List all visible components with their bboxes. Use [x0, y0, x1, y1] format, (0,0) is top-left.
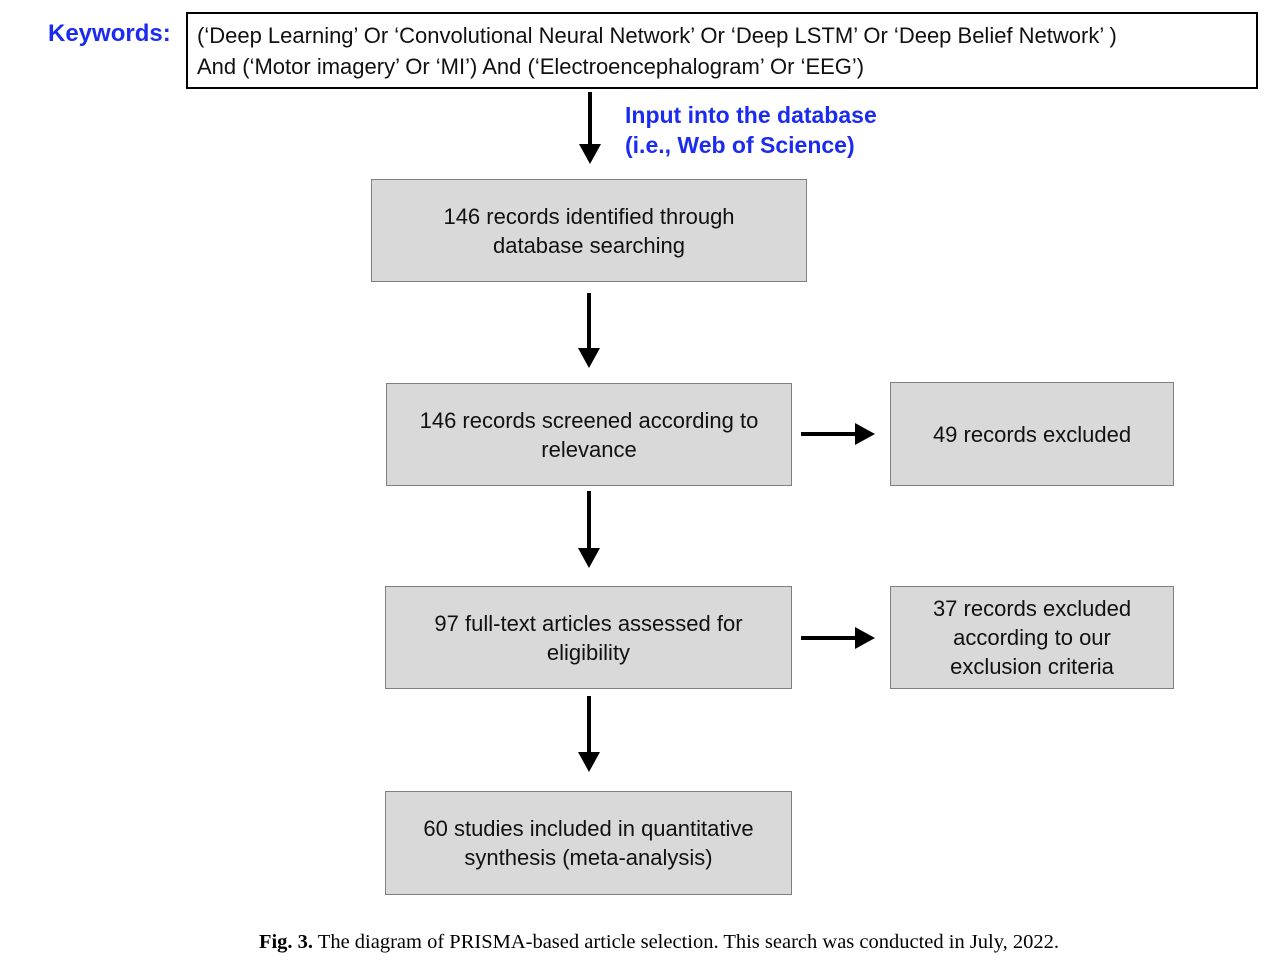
arrow-right-icon [801, 423, 875, 445]
flow-box-records-identified: 146 records identified through database … [371, 179, 807, 282]
arrow-right-icon [801, 627, 875, 649]
arrow-shaft [801, 432, 856, 436]
keywords-query-box: (‘Deep Learning’ Or ‘Convolutional Neura… [186, 12, 1258, 89]
flow-box-records-screened: 146 records screened according to releva… [386, 383, 792, 486]
database-input-note: Input into the database (i.e., Web of Sc… [625, 102, 877, 158]
arrow-head [578, 348, 600, 368]
arrow-head [578, 752, 600, 772]
arrow-shaft [801, 636, 856, 640]
arrow-shaft [588, 92, 592, 145]
keywords-label: Keywords: [48, 20, 171, 47]
flow-box-records-excluded-criteria: 37 records excluded according to our exc… [890, 586, 1174, 689]
flow-box-fulltext-assessed: 97 full-text articles assessed for eligi… [385, 586, 792, 689]
arrow-down-icon [578, 491, 600, 568]
figure-caption: Fig. 3. The diagram of PRISMA-based arti… [35, 931, 1283, 954]
arrow-head [578, 548, 600, 568]
arrow-down-icon [579, 92, 601, 164]
arrow-shaft [587, 491, 591, 549]
figure-caption-label: Fig. 3. [258, 931, 314, 953]
arrow-shaft [587, 696, 591, 753]
arrow-down-icon [578, 696, 600, 772]
arrow-head [855, 627, 875, 649]
flow-box-studies-included: 60 studies included in quantitative synt… [385, 791, 792, 895]
flow-box-records-excluded: 49 records excluded [890, 382, 1174, 486]
arrow-down-icon [578, 293, 600, 368]
figure-caption-text: The diagram of PRISMA-based article sele… [317, 931, 1060, 953]
arrow-head [579, 144, 601, 164]
arrow-shaft [587, 293, 591, 349]
arrow-head [855, 423, 875, 445]
